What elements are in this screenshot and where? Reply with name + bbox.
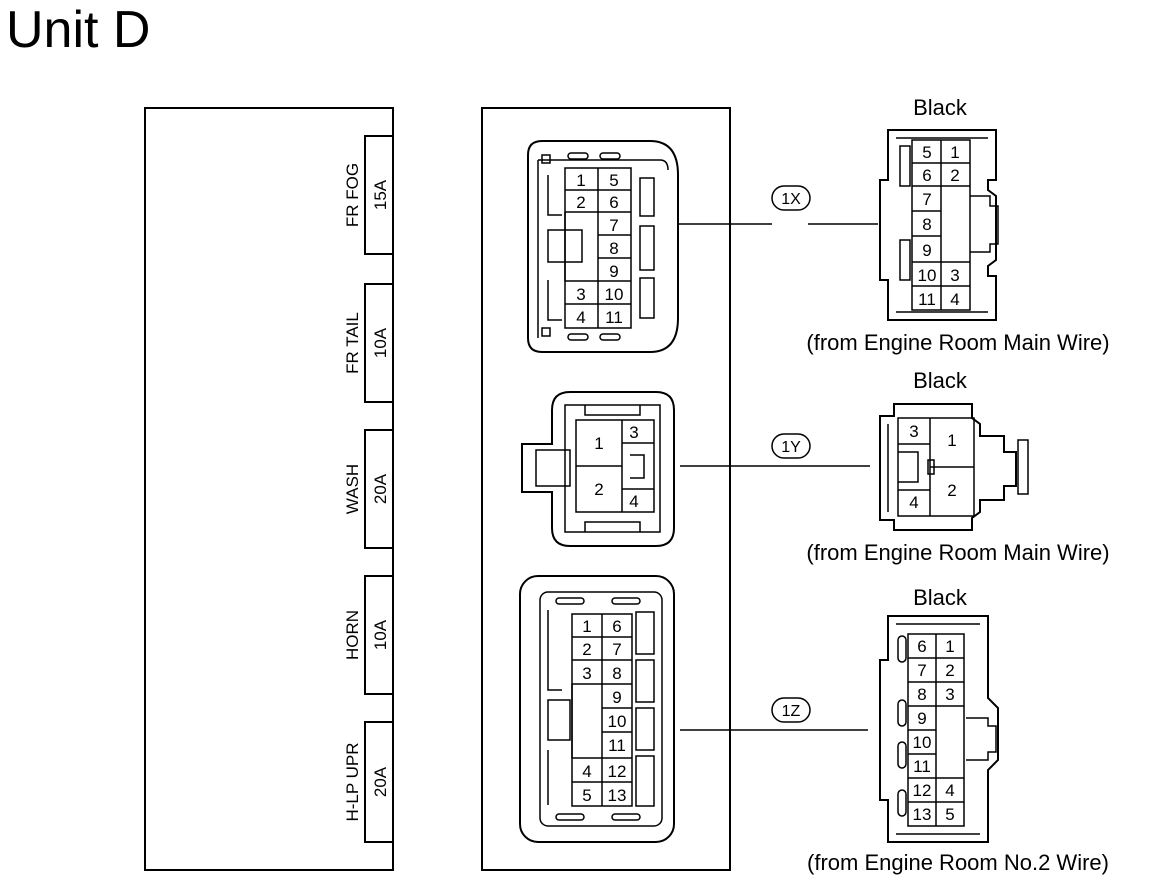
pin-1x-f-7: 7 [609, 216, 618, 235]
pin-1z-m-10: 10 [913, 733, 932, 752]
pin-1z-f-1: 1 [582, 617, 591, 636]
fuse-wash-name: WASH [343, 464, 362, 514]
fuse-h-lp-upr: H-LP UPR 20A [343, 721, 394, 843]
fuse-panel [144, 107, 394, 871]
pin-1z-f-5: 5 [582, 786, 591, 805]
pin-1z-m-2: 2 [945, 661, 954, 680]
pin-1z-f-4: 4 [582, 762, 591, 781]
fuse-horn-name: HORN [343, 610, 362, 660]
pin-1y-m-3: 3 [909, 422, 918, 441]
pin-1z-m-3: 3 [945, 685, 954, 704]
fuse-fr-fog-name: FR FOG [343, 163, 362, 227]
pin-1x-f-11: 11 [605, 308, 623, 327]
pin-1y-m-4: 4 [909, 493, 918, 512]
pin-1y-m-2: 2 [947, 481, 956, 500]
fuse-fr-tail-amp: 10A [371, 327, 390, 358]
pin-1z-m-8: 8 [917, 685, 926, 704]
pin-1z-f-6: 6 [612, 617, 621, 636]
female-connector-1y: 1 2 3 4 [521, 391, 675, 547]
pin-1x-m-2: 2 [950, 166, 959, 185]
pin-1x-m-5: 5 [922, 143, 931, 162]
leader-1x: 1X [678, 185, 878, 225]
pin-1x-f-5: 5 [609, 171, 618, 190]
fuse-h-lp-upr-amp: 20A [371, 766, 390, 797]
connector-code-1y: 1Y [781, 439, 801, 456]
pin-1x-f-3: 3 [576, 285, 585, 304]
pin-1z-f-13: 13 [608, 786, 627, 805]
pin-1z-m-6: 6 [917, 637, 926, 656]
pin-1x-m-1: 1 [950, 143, 959, 162]
pin-1y-f-4: 4 [629, 492, 638, 511]
pin-1z-m-7: 7 [917, 661, 926, 680]
pin-1z-m-1: 1 [945, 637, 954, 656]
pin-1x-m-4: 4 [950, 290, 959, 309]
pin-1z-m-5: 5 [945, 805, 954, 824]
pin-1x-f-4: 4 [576, 308, 585, 327]
pin-1z-m-13: 13 [913, 805, 932, 824]
leader-1y: 1Y [680, 433, 870, 467]
pin-1z-f-3: 3 [582, 664, 591, 683]
pin-1x-m-10: 10 [918, 266, 937, 285]
female-connector-1z: 1 2 3 6 7 8 9 10 11 4 12 5 13 [519, 575, 675, 843]
pin-1z-f-2: 2 [582, 640, 591, 659]
pin-1z-f-9: 9 [612, 688, 621, 707]
page-title: Unit D [6, 1, 151, 59]
fuse-horn-amp: 10A [371, 619, 390, 650]
pin-1x-f-1: 1 [576, 171, 585, 190]
pin-1y-f-3: 3 [629, 423, 638, 442]
pin-1x-f-2: 2 [576, 193, 585, 212]
pin-1x-f-9: 9 [609, 262, 618, 281]
pin-1x-f-6: 6 [609, 193, 618, 212]
fuse-fr-tail: FR TAIL 10A [343, 283, 394, 403]
fuse-horn: HORN 10A [343, 575, 394, 695]
fuse-wash: WASH 20A [343, 429, 394, 549]
connector-color-1z: Black [913, 585, 968, 610]
pin-1x-m-11: 11 [918, 290, 936, 309]
connector-source-1z: (from Engine Room No.2 Wire) [807, 850, 1109, 875]
pin-1y-f-2: 2 [594, 480, 603, 499]
pin-1x-f-8: 8 [609, 239, 618, 258]
female-connector-1x: 1 2 5 6 7 8 9 3 10 4 11 [527, 140, 679, 353]
fuse-fr-tail-name: FR TAIL [343, 312, 362, 374]
connector-source-1x: (from Engine Room Main Wire) [806, 330, 1109, 355]
fuse-fr-fog-amp: 15A [371, 179, 390, 210]
pin-1z-f-11: 11 [608, 736, 626, 755]
male-connector-1y: Black 3 1 4 2 (from Engine Room Main Wir… [806, 368, 1109, 565]
pin-1z-m-12: 12 [913, 781, 932, 800]
connector-code-1x: 1X [781, 191, 801, 208]
pin-1x-m-8: 8 [922, 215, 931, 234]
pin-1z-f-8: 8 [612, 664, 621, 683]
pin-1z-m-11: 11 [913, 757, 931, 776]
connector-code-1z: 1Z [782, 703, 801, 720]
fuse-wash-amp: 20A [371, 473, 390, 504]
pin-1x-m-3: 3 [950, 266, 959, 285]
pin-1z-m-9: 9 [917, 709, 926, 728]
fuse-fr-fog: FR FOG 15A [343, 135, 394, 255]
pin-1z-f-12: 12 [608, 762, 627, 781]
pin-1y-m-1: 1 [947, 431, 956, 450]
male-connector-1x: Black 5 1 6 2 7 8 9 10 3 11 4 (from Engi… [806, 95, 1109, 355]
pin-1z-f-7: 7 [612, 640, 621, 659]
leader-1z: 1Z [680, 697, 868, 731]
connector-color-1x: Black [913, 95, 968, 120]
pin-1z-f-10: 10 [608, 712, 627, 731]
connector-color-1y: Black [913, 368, 968, 393]
male-connector-1z: Black 6 1 7 2 8 3 9 10 11 12 4 13 5 (fro… [807, 585, 1109, 875]
pin-1x-m-6: 6 [922, 166, 931, 185]
pin-1x-m-9: 9 [922, 241, 931, 260]
pin-1x-f-10: 10 [605, 285, 624, 304]
pin-1z-m-4: 4 [945, 781, 954, 800]
pin-1x-m-7: 7 [922, 190, 931, 209]
connector-source-1y: (from Engine Room Main Wire) [806, 540, 1109, 565]
pin-1y-f-1: 1 [594, 434, 603, 453]
fuse-h-lp-upr-name: H-LP UPR [343, 742, 362, 821]
